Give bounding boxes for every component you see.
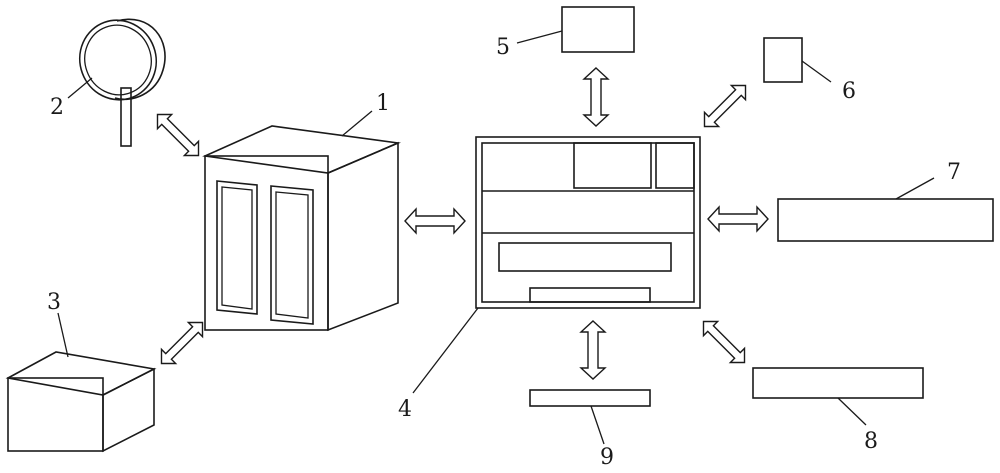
leader-line-1: [341, 110, 373, 137]
arrow-control-module-6: [703, 84, 747, 128]
control-unit-panel-a: [573, 142, 652, 189]
box-component: [5, 351, 157, 453]
arrow-control-module-9: [579, 320, 607, 380]
box-side-face: [102, 367, 155, 453]
module-6-box: [763, 37, 803, 83]
magnifier-rim: [114, 18, 166, 101]
cabinet-door-left: [216, 180, 258, 315]
label-7: 7: [947, 160, 961, 185]
label-3: 3: [47, 290, 61, 315]
module-9-box: [529, 389, 651, 407]
label-5: 5: [496, 35, 510, 60]
module-8-box: [752, 367, 924, 399]
leader-line-4: [412, 307, 479, 394]
control-unit-inner: [481, 142, 695, 303]
arrow-control-module-8: [702, 320, 746, 364]
arrow-cabinet-control: [404, 207, 466, 235]
magnifier-lens-inner: [84, 24, 152, 96]
magnifier-component: [78, 18, 166, 147]
control-unit-panel-b: [655, 142, 695, 189]
label-1: 1: [376, 91, 390, 116]
leader-line-2: [67, 77, 93, 99]
cabinet-door-right: [270, 185, 314, 325]
cabinet-top-face: [202, 125, 401, 174]
control-unit-component: [475, 136, 701, 309]
module-7-box: [777, 198, 994, 242]
control-unit-bottom-bar: [529, 287, 651, 303]
cabinet-door-left-inner: [221, 186, 253, 310]
label-6: 6: [842, 79, 856, 104]
leader-line-8: [837, 397, 867, 426]
module-5-box: [561, 6, 635, 53]
label-8: 8: [864, 429, 878, 454]
cabinet-door-right-inner: [275, 191, 309, 319]
cabinet-side-face: [327, 141, 399, 332]
arrow-control-module-5: [582, 67, 610, 127]
control-unit-slot: [498, 242, 672, 272]
box-front-face: [7, 377, 104, 452]
box-top-face: [5, 351, 157, 396]
label-2: 2: [50, 95, 64, 120]
leader-line-7: [895, 177, 935, 200]
magnifier-handle: [120, 87, 132, 147]
arrow-box-cabinet: [160, 321, 204, 365]
label-9: 9: [600, 445, 614, 470]
leader-line-5: [516, 30, 563, 44]
label-4: 4: [398, 397, 412, 422]
cabinet-component: [202, 125, 401, 332]
leader-line-3: [57, 312, 69, 358]
arrow-magnifier-cabinet: [156, 113, 200, 157]
control-unit-outer: [475, 136, 701, 309]
leader-line-6: [801, 60, 832, 83]
magnifier-lens-outer: [78, 19, 158, 101]
arrow-control-module-7: [707, 205, 769, 233]
cabinet-front-face: [204, 155, 329, 331]
leader-line-9: [590, 405, 605, 445]
